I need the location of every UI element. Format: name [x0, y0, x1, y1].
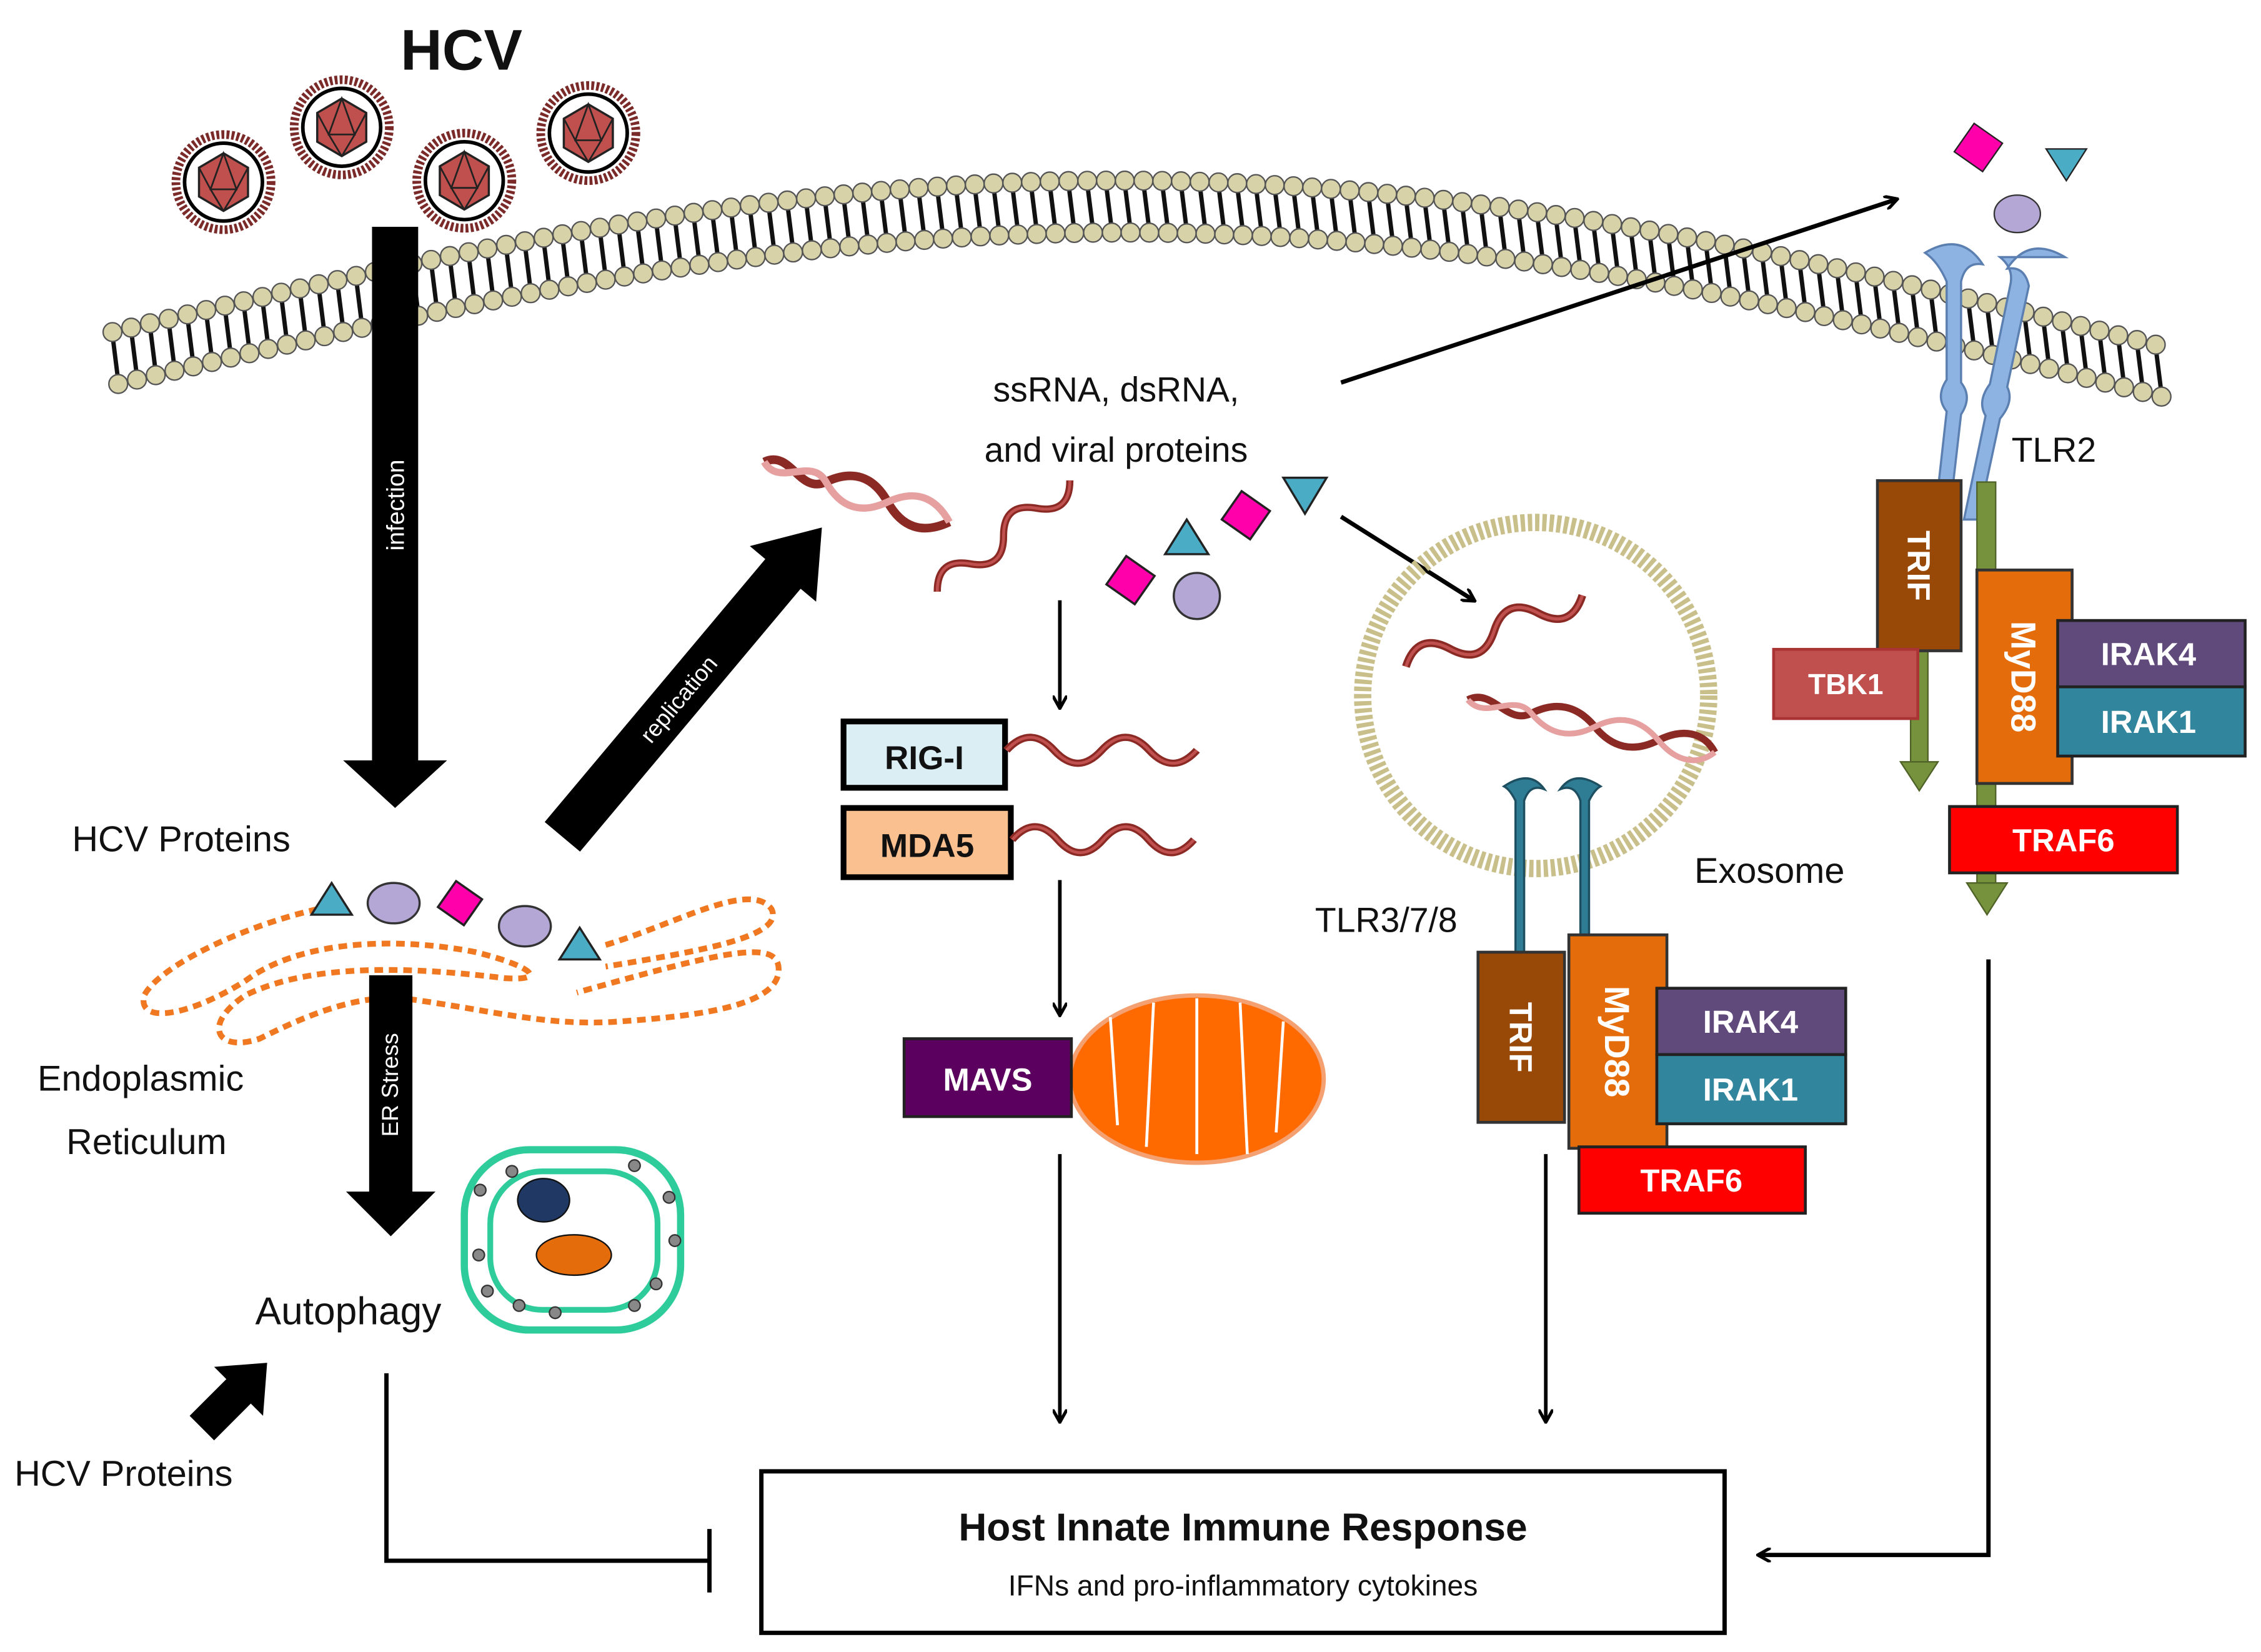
arrow-tlr2-to-response	[1759, 959, 1991, 1555]
pamps-label-line1: ssRNA, dsRNA,	[993, 370, 1239, 409]
triangle-protein-icon	[2045, 148, 2088, 182]
ssrna-icon	[1006, 737, 1197, 764]
circle-protein-icon	[1993, 194, 2042, 234]
rig-i-box: RIG-I	[840, 719, 1008, 791]
replication-arrow: replication	[544, 527, 822, 852]
response-title: Host Innate Immune Response	[958, 1506, 1527, 1550]
diamond-protein-icon	[1105, 554, 1156, 606]
arrow-to-exosome	[1339, 514, 1473, 600]
infection-arrow: infection	[343, 227, 447, 809]
hcv-proteins-label: HCV Proteins	[72, 819, 290, 859]
irak4-label: IRAK4	[1703, 1004, 1798, 1040]
tlr378-receptor-icon	[1501, 777, 1603, 968]
triangle-protein-icon	[557, 925, 602, 961]
virion-icon	[176, 134, 271, 229]
irak4-box-exosome: IRAK4	[1655, 987, 1847, 1057]
exosome-icon	[1354, 514, 1717, 877]
irak1-label: IRAK1	[2101, 704, 2196, 740]
virion-icon	[417, 133, 512, 228]
free-viral-proteins	[1105, 476, 1329, 620]
traf6-label: TRAF6	[1641, 1163, 1743, 1198]
myd88-label: MyD88	[2004, 621, 2043, 733]
trif-label: TRIF	[1503, 1002, 1539, 1073]
er-stress-arrow: ER Stress	[345, 975, 436, 1237]
tlr2-label: TLR2	[2012, 430, 2096, 469]
er-bound-hcv-proteins	[309, 879, 602, 961]
infection-label: infection	[382, 459, 409, 550]
diamond-protein-icon	[436, 879, 484, 927]
irak1-box-tlr2: IRAK1	[2056, 685, 2247, 758]
tlr2-ligands	[1953, 122, 2088, 234]
virion-icon	[541, 86, 636, 181]
autophagy-inhibition-line	[384, 1373, 712, 1593]
trif-label: TRIF	[1901, 530, 1937, 601]
diamond-protein-icon	[1953, 122, 2004, 173]
autophagosome-icon	[460, 1146, 685, 1334]
autophagy-label: Autophagy	[256, 1290, 442, 1333]
mitochondrion-icon	[1068, 993, 1326, 1165]
triangle-protein-icon	[1281, 476, 1329, 516]
hcv-proteins-to-autophagy-arrow	[189, 1363, 267, 1441]
trif-box-exosome: TRIF	[1476, 950, 1566, 1124]
er-label-line1: Endoplasmic	[37, 1059, 244, 1099]
circle-protein-icon	[497, 905, 552, 948]
mavs-box: MAVS	[902, 1037, 1073, 1118]
circle-protein-icon	[1173, 572, 1221, 620]
traf6-box-tlr2: TRAF6	[1948, 805, 2179, 875]
dsrna-icon	[761, 455, 953, 533]
ssrna-icon	[929, 470, 1078, 602]
mda5-box: MDA5	[840, 805, 1014, 880]
endoplasmic-reticulum	[141, 896, 782, 1046]
exosome-label: Exosome	[1694, 851, 1844, 891]
er-stress-label: ER Stress	[377, 1033, 403, 1137]
myd88-box-exosome: MyD88	[1567, 933, 1669, 1150]
triangle-protein-icon	[1163, 517, 1211, 555]
tbk1-box: TBK1	[1772, 647, 1919, 720]
mda5-label: MDA5	[880, 828, 974, 865]
pamps-label-line2: and viral proteins	[985, 430, 1248, 469]
tbk1-label: TBK1	[1808, 668, 1884, 700]
irak4-label: IRAK4	[2101, 637, 2196, 672]
myd88-label: MyD88	[1598, 986, 1636, 1098]
host-innate-immune-response-box: Host Innate Immune Response IFNs and pro…	[759, 1469, 1727, 1635]
triangle-protein-icon	[309, 880, 354, 916]
irak1-label: IRAK1	[1703, 1072, 1798, 1108]
rig-i-label: RIG-I	[885, 740, 964, 777]
myd88-box-tlr2: MyD88	[1975, 569, 2074, 785]
trif-box-tlr2: TRIF	[1876, 479, 1963, 652]
tlr2-receptor-icon	[1922, 243, 2069, 521]
hcv-proteins-label-bottom: HCV Proteins	[14, 1454, 232, 1494]
ssrna-icon	[1401, 582, 1588, 680]
hcv-title: HCV	[400, 17, 522, 82]
plasma-membrane	[102, 170, 2172, 407]
tlr378-label: TLR3/7/8	[1315, 901, 1458, 940]
irak4-box-tlr2: IRAK4	[2056, 619, 2247, 689]
response-subtitle: IFNs and pro-inflammatory cytokines	[1008, 1569, 1478, 1601]
virion-icon	[294, 80, 389, 175]
dsrna-icon	[1466, 694, 1718, 764]
traf6-box-exosome: TRAF6	[1577, 1145, 1807, 1215]
traf6-label: TRAF6	[2012, 822, 2115, 858]
arrow-to-tlr2	[1340, 199, 1896, 385]
ssrna-icon	[1012, 827, 1194, 853]
irak1-box-exosome: IRAK1	[1655, 1053, 1847, 1125]
er-label-line2: Reticulum	[66, 1122, 226, 1162]
mavs-label: MAVS	[943, 1062, 1033, 1098]
circle-protein-icon	[366, 882, 421, 925]
diamond-protein-icon	[1220, 489, 1272, 541]
